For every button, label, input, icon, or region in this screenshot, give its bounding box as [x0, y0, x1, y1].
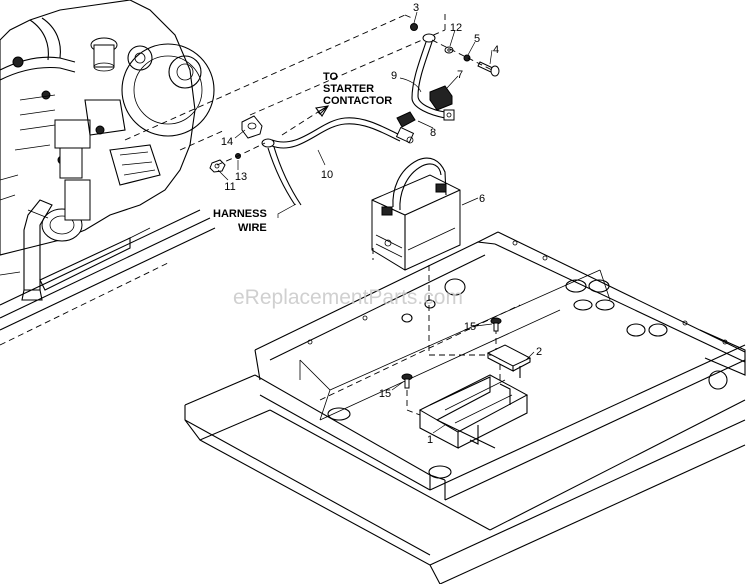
- hardware-5: [463, 54, 471, 62]
- harness-wire: [267, 146, 302, 218]
- to-starter-arrow: [281, 105, 330, 136]
- note-to-line3: CONTACTOR: [323, 95, 392, 107]
- callout-leaders: [217, 11, 535, 434]
- callout-14: 14: [221, 136, 233, 148]
- watermark: eReplacementParts.com: [233, 286, 463, 309]
- callout-13: 13: [235, 171, 247, 183]
- left-frame-rail: [0, 209, 216, 346]
- callout-1: 1: [427, 434, 433, 446]
- bolt-projection-line: [406, 390, 421, 416]
- battery-projection-line: [428, 265, 501, 380]
- bolt-lower: [401, 373, 413, 389]
- callout-labels: 3 12 5 4 9 7 8 6 10 14 13 11 15 15 2 1: [221, 2, 542, 446]
- callout-8: 8: [430, 127, 436, 139]
- note-to-line2: STARTER: [323, 83, 374, 95]
- terminal-boot-7: [429, 85, 453, 111]
- callout-4: 4: [493, 44, 499, 56]
- callout-9: 9: [391, 70, 397, 82]
- callout-12: 12: [450, 22, 462, 34]
- note-harness-line1: HARNESS: [213, 208, 267, 220]
- adapter-14: [241, 115, 263, 139]
- exploded-view-boundary: [124, 10, 446, 151]
- terminal-boot-8: [396, 111, 416, 128]
- callout-15-lower: 15: [379, 388, 391, 400]
- callout-2: 2: [536, 346, 542, 358]
- generator-base-frame: [184, 231, 746, 584]
- hardware-3: [410, 23, 418, 31]
- callout-11: 11: [224, 181, 235, 193]
- hardware-axis-2: [216, 142, 266, 166]
- callout-10: 10: [321, 169, 333, 181]
- callout-6: 6: [479, 193, 485, 205]
- callout-15-upper: 15: [464, 321, 476, 333]
- note-harness-line2: WIRE: [238, 222, 267, 234]
- note-to-line1: TO: [323, 71, 339, 83]
- harness-wire-note: HARNESS WIRE: [213, 208, 267, 234]
- callout-7: 7: [457, 69, 463, 81]
- battery: [371, 157, 461, 271]
- starter-contactor-note: TO STARTER CONTACTOR: [323, 71, 392, 107]
- battery-cable-10: [261, 117, 415, 149]
- hardware-axis: [431, 39, 493, 71]
- hold-down-bracket: [486, 344, 532, 378]
- callout-3: 3: [413, 2, 419, 14]
- bolt-upper: [490, 317, 502, 332]
- nut-11: [209, 159, 226, 173]
- battery-tray: [418, 374, 529, 449]
- callout-5: 5: [474, 33, 480, 45]
- engine-assembly: [0, 0, 215, 301]
